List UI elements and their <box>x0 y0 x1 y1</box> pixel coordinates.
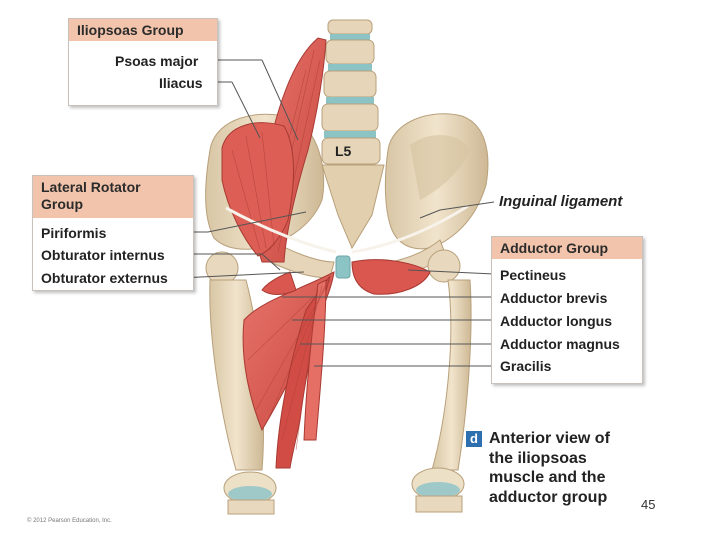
psoas-major-label: Psoas major <box>115 53 199 69</box>
right-inguinal-ligament <box>225 206 337 254</box>
left-femur <box>411 249 472 513</box>
panel-badge: d <box>466 431 482 447</box>
left-hip-bone <box>369 113 489 281</box>
obturator-internus-label: Obturator internus <box>41 247 165 263</box>
adductor-group-box: Adductor Group Pectineus Adductor brevis… <box>491 236 643 384</box>
pubic-symphysis <box>335 255 351 279</box>
adductor-magnus-label: Adductor magnus <box>500 336 620 352</box>
iliacus-label: Iliacus <box>159 75 203 91</box>
pectineus-label: Pectineus <box>500 267 567 283</box>
obturator-externus-label: Obturator externus <box>41 270 168 286</box>
copyright-notice: © 2012 Pearson Education, Inc. <box>27 518 112 524</box>
adductor-group-title: Adductor Group <box>492 237 642 259</box>
caption-line: Anterior view of <box>489 430 610 447</box>
adductor-brevis-label: Adductor brevis <box>500 290 608 306</box>
caption-line: adductor group <box>489 488 608 506</box>
iliacus-muscle <box>221 122 294 257</box>
pectineus-muscle <box>351 259 431 295</box>
page-number: 45 <box>641 497 656 512</box>
piriformis-label: Piriformis <box>41 225 107 241</box>
figure-caption: Anterior view of the iliopsoas muscle an… <box>489 429 610 507</box>
inguinal-ligament-label: Inguinal ligament <box>499 193 623 210</box>
adductor-longus-label: Adductor longus <box>500 313 612 329</box>
caption-line: muscle and the <box>489 469 606 486</box>
leader-lines <box>116 59 495 367</box>
caption-line: the iliopsoas <box>489 449 587 467</box>
vertebral-column <box>321 19 385 250</box>
vertebra-label: L5 <box>335 143 352 159</box>
gracilis-label: Gracilis <box>500 358 552 374</box>
lateral-rotator-group-box: Lateral Rotator Group Piriformis Obturat… <box>32 175 194 291</box>
iliopsoas-group-title: Iliopsoas Group <box>69 19 217 41</box>
left-inguinal-ligament <box>351 204 469 254</box>
adductor-muscles <box>242 271 335 469</box>
iliopsoas-group-box: Iliopsoas Group Psoas major Iliacus <box>68 18 218 106</box>
lateral-rotator-group-title: Lateral Rotator Group <box>33 176 193 218</box>
